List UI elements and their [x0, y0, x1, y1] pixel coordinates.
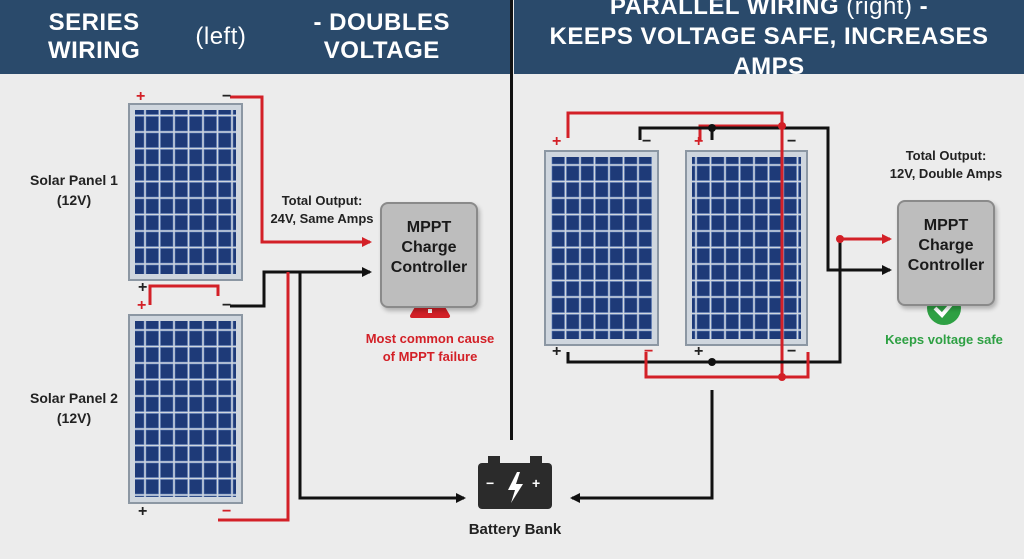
header-parallel-subtitle: KEEPS VOLTAGE SAFE, INCREASES AMPS	[549, 23, 989, 80]
series-p1-plus: +	[136, 88, 146, 105]
parallel-wires	[566, 111, 892, 503]
parallel-output-line1: Total Output:	[905, 148, 987, 163]
series-return-wire	[218, 272, 290, 522]
series-panel-1	[128, 103, 243, 281]
series-p1-plus-bottom: +	[138, 279, 148, 296]
parallel-panel-1	[544, 150, 659, 346]
parallel-p1-plus-bottom: +	[552, 343, 562, 360]
battery-plus: +	[532, 475, 541, 491]
series-panel-2-label: Solar Panel 2 (12V)	[20, 388, 128, 428]
parallel-pos-bus	[566, 111, 784, 378]
series-output-line2: 24V, Same Amps	[270, 211, 374, 226]
series-panel-1-name: Solar Panel 1	[30, 172, 118, 188]
header-series: SERIES WIRING (left) - DOUBLES VOLTAGE	[0, 0, 510, 74]
parallel-controller-line3: Controller	[907, 257, 985, 274]
header-parallel-dash: -	[919, 0, 929, 20]
header-parallel-title: PARALLEL WIRING	[609, 0, 840, 20]
header-parallel: PARALLEL WIRING (right) - KEEPS VOLTAGE …	[514, 0, 1024, 80]
parallel-output-label: Total Output: 12V, Double Amps	[876, 147, 1016, 183]
series-controller-line2: Charge	[401, 239, 457, 256]
series-panel-2	[128, 314, 243, 504]
junction-dots	[708, 122, 844, 381]
series-panel-1-volts: (12V)	[56, 192, 92, 208]
series-warning-line1: Most common cause	[365, 331, 495, 346]
parallel-p1-minus: −	[642, 133, 652, 150]
series-p1-minus: −	[222, 88, 232, 105]
parallel-p2-plus: +	[694, 133, 704, 150]
parallel-mppt-controller: MPPT Charge Controller	[897, 200, 995, 306]
series-output-label: Total Output: 24V, Same Amps	[262, 192, 382, 228]
series-controller-line1: MPPT	[406, 219, 452, 236]
parallel-panel-2	[685, 150, 808, 346]
series-panel-2-volts: (12V)	[56, 410, 92, 426]
series-wires	[148, 95, 466, 522]
series-positive-wire	[230, 95, 372, 247]
parallel-p1-plus: +	[552, 133, 562, 150]
series-battery-wire	[298, 272, 466, 503]
parallel-p2-plus-bottom: +	[694, 343, 704, 360]
center-divider	[510, 0, 513, 440]
series-p2-minus: −	[222, 297, 232, 314]
series-p2-minus-bottom: −	[222, 503, 232, 520]
parallel-p2-minus-bottom: −	[787, 343, 797, 360]
parallel-output-line2: 12V, Double Amps	[889, 166, 1003, 181]
header-series-paren: (left)	[195, 23, 247, 50]
series-link-wire	[148, 284, 220, 305]
battery-icon	[478, 456, 552, 509]
series-output-line1: Total Output:	[281, 193, 363, 208]
series-p2-plus: +	[137, 297, 147, 314]
parallel-controller-line2: Charge	[918, 237, 974, 254]
series-p2-plus-bottom: +	[138, 503, 148, 520]
series-warning-line2: of MPPT failure	[382, 349, 478, 364]
battery-label: Battery Bank	[468, 521, 562, 538]
series-warning-text: Most common cause of MPPT failure	[350, 330, 510, 366]
battery-minus: −	[486, 475, 495, 491]
header-parallel-paren: (right)	[846, 0, 913, 20]
parallel-neg-out	[638, 126, 892, 275]
series-negative-wire	[230, 267, 372, 308]
parallel-p1-minus-bottom: −	[644, 343, 654, 360]
parallel-status-text: Keeps voltage safe	[885, 332, 1003, 347]
series-panel-2-name: Solar Panel 2	[30, 390, 118, 406]
series-controller-line3: Controller	[390, 259, 468, 276]
header-series-suffix: - DOUBLES VOLTAGE	[313, 9, 451, 64]
header-series-title: SERIES WIRING	[47, 9, 141, 64]
parallel-p2-minus: −	[787, 133, 797, 150]
parallel-controller-line1: MPPT	[923, 217, 969, 234]
series-panel-1-label: Solar Panel 1 (12V)	[20, 170, 128, 210]
series-mppt-controller: MPPT Charge Controller	[380, 202, 478, 308]
parallel-battery-wire	[570, 390, 714, 503]
